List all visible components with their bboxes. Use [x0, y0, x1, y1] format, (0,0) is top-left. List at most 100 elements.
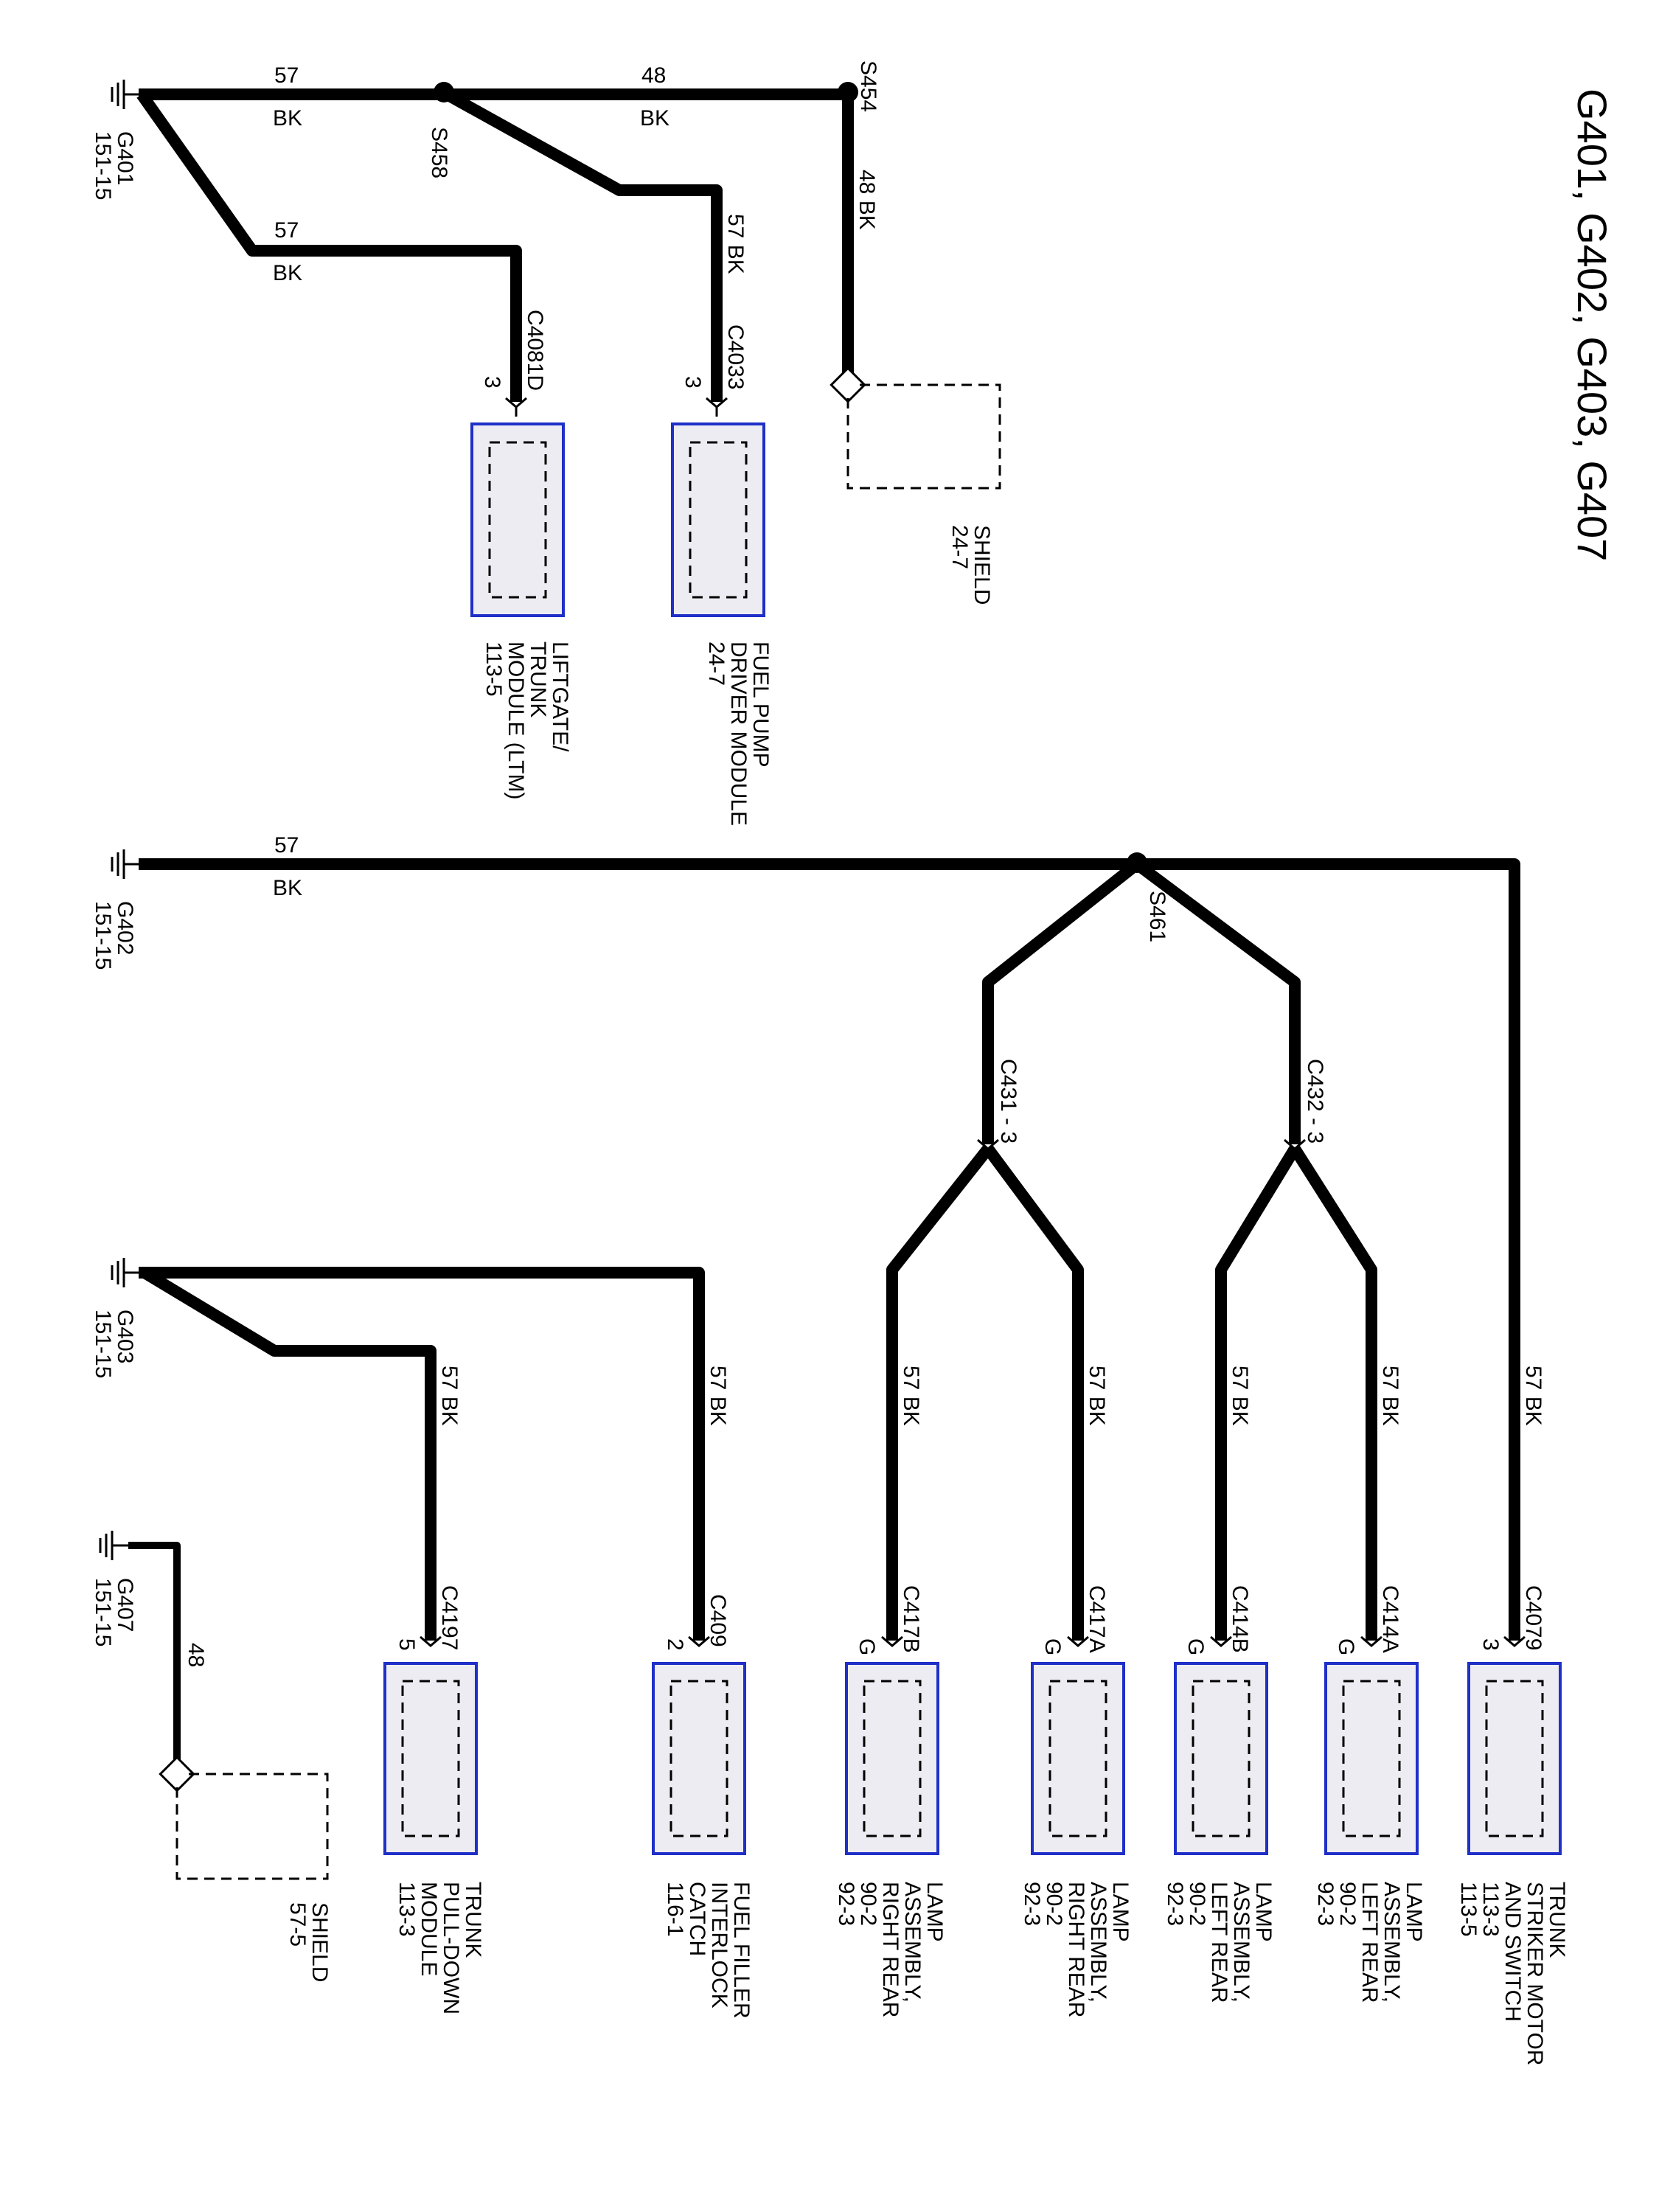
wire-label: 48 [184, 1643, 208, 1667]
component-inner [1048, 1680, 1107, 1837]
wire-c432-c414a [1290, 1145, 1377, 1641]
wire-label: 57 BK [437, 1366, 462, 1426]
connector-chevron-icon [1067, 1635, 1089, 1647]
splice-s454 [838, 82, 858, 102]
component-label-lamp-lr2: LAMP ASSEMBLY, LEFT REAR 90-2 92-3 [1313, 1882, 1426, 2009]
component-inner [669, 1680, 728, 1837]
ground-label-g403: G403 [113, 1310, 137, 1363]
wire-g407-shield [128, 1542, 181, 1762]
pin-label: G [1183, 1638, 1208, 1655]
wire-c431-c417a [983, 1145, 1084, 1641]
connector-label-c417b: C417B [899, 1585, 923, 1653]
wire-label: 57 BK [1228, 1366, 1252, 1426]
component-label-ltm: LIFTGATE/ TRUNK MODULE (LTM) 113-5 [481, 641, 572, 806]
splice-label-s458: S458 [427, 127, 451, 178]
connector-label-c4197: C4197 [437, 1585, 462, 1650]
wire-label: 48 BK [855, 170, 879, 230]
shield-ref: 57-5 [285, 1902, 310, 1947]
component-inner [863, 1680, 922, 1837]
wire-g401-c4081d [136, 91, 522, 402]
ground-icon [111, 1258, 140, 1287]
component-inner [1192, 1680, 1251, 1837]
connector-chevron-icon [1360, 1635, 1382, 1647]
connector-chevron-icon [688, 1635, 710, 1647]
connector-label-c4079: C4079 [1521, 1585, 1545, 1650]
wire-label: 57 BK [899, 1366, 923, 1426]
splice-s461 [1127, 852, 1147, 873]
splice-label-s461: S461 [1145, 891, 1169, 942]
wire-c431-c417b [886, 1145, 993, 1641]
connector-label-c432: C432 - 3 [1303, 1059, 1327, 1144]
component-label-tpdm: TRUNK PULL-DOWN MODULE 113-3 [394, 1882, 485, 2020]
component-inner [401, 1680, 460, 1837]
wire-label: 57 BK [1521, 1366, 1545, 1426]
connector-label-c4081d: C4081D [523, 310, 547, 391]
component-label-lamp-rr2: LAMP ASSEMBLY, RIGHT REAR 90-2 92-3 [1020, 1882, 1133, 2024]
ground-icon [111, 80, 140, 109]
pin-label: 5 [394, 1638, 419, 1651]
ground-label-g401: G401 [113, 131, 137, 185]
ground-ref-g407: 151-15 [91, 1578, 115, 1646]
wire-label: 57 [274, 218, 299, 243]
connector-label-c414a: C414A [1378, 1585, 1402, 1653]
connector-label-c414b: C414B [1228, 1585, 1252, 1653]
shield-label: SHIELD [970, 525, 994, 605]
wire-label: 57 [274, 63, 299, 88]
shield-diamond-icon [159, 1756, 195, 1792]
component-inner [1342, 1680, 1401, 1837]
pin-label: 2 [663, 1638, 687, 1651]
wire-label: 48 [641, 63, 666, 88]
ground-ref-g402: 151-15 [91, 901, 115, 970]
connector-chevron-icon [420, 1635, 442, 1647]
wire-s461-c431 [982, 859, 1141, 1144]
component-label-lamp-lr1: LAMP ASSEMBLY, LEFT REAR 90-2 92-3 [1163, 1882, 1276, 2009]
pin-label: 3 [1478, 1638, 1503, 1651]
wire-label: 57 BK [1085, 1366, 1109, 1426]
connector-label-c431: C431 - 3 [996, 1059, 1020, 1144]
component-label-ffic: FUEL FILLER INTERLOCK CATCH 116-1 [663, 1882, 754, 2025]
wire-s461-c4079 [1137, 858, 1520, 1641]
wire-label: BK [273, 106, 302, 131]
splice-label-s454: S454 [856, 60, 880, 112]
page-title: G401, G402, G403, G407 [1569, 88, 1615, 561]
ground-label-g402: G402 [113, 901, 137, 955]
pin-label: 3 [480, 376, 504, 389]
connector-chevron-icon [1210, 1635, 1232, 1647]
component-inner [1485, 1680, 1544, 1837]
ground-icon [99, 1531, 130, 1560]
shield-ref: 24-7 [947, 525, 972, 569]
ground-ref-g403: 151-15 [91, 1310, 115, 1378]
wire-g403-c4197 [141, 1267, 437, 1641]
pin-label: G [1040, 1638, 1065, 1655]
connector-label-c417a: C417A [1085, 1585, 1109, 1653]
splice-s458 [434, 82, 454, 102]
component-inner [488, 441, 547, 599]
wire-s461-c432 [1133, 859, 1301, 1144]
wire-label: BK [273, 261, 302, 285]
ground-icon [111, 849, 140, 879]
wire-label: BK [273, 876, 302, 900]
connector-chevron-icon [1503, 1635, 1526, 1647]
wire-label: 57 BK [723, 214, 748, 274]
wire-c432-c414b [1215, 1145, 1300, 1641]
connector-chevron-icon [881, 1635, 903, 1647]
wire-g403-c409 [139, 1267, 705, 1641]
component-inner [689, 441, 748, 599]
wire-s458-c4033 [444, 89, 723, 402]
shield-dashed-outline [175, 1773, 329, 1880]
shield-diamond-icon [830, 366, 866, 403]
shield-label: SHIELD [307, 1902, 332, 1982]
pin-label: G [1334, 1638, 1358, 1655]
ground-ref-g401: 151-15 [91, 131, 115, 200]
pin-label: G [855, 1638, 879, 1655]
component-label-lamp-rr1: LAMP ASSEMBLY, RIGHT REAR 90-2 92-3 [834, 1882, 947, 2024]
wire-label: 57 BK [706, 1366, 730, 1426]
pin-label: 3 [681, 376, 705, 389]
wire-label: BK [640, 106, 669, 131]
connector-label-c409: C409 [706, 1594, 730, 1647]
connector-chevrons [420, 1635, 1526, 1647]
shield-dashed-outline [846, 383, 1001, 490]
component-label-tsm: TRUNK STRIKER MOTOR AND SWITCH 113-3 113… [1456, 1882, 1569, 2072]
ground-label-g407: G407 [113, 1578, 137, 1632]
